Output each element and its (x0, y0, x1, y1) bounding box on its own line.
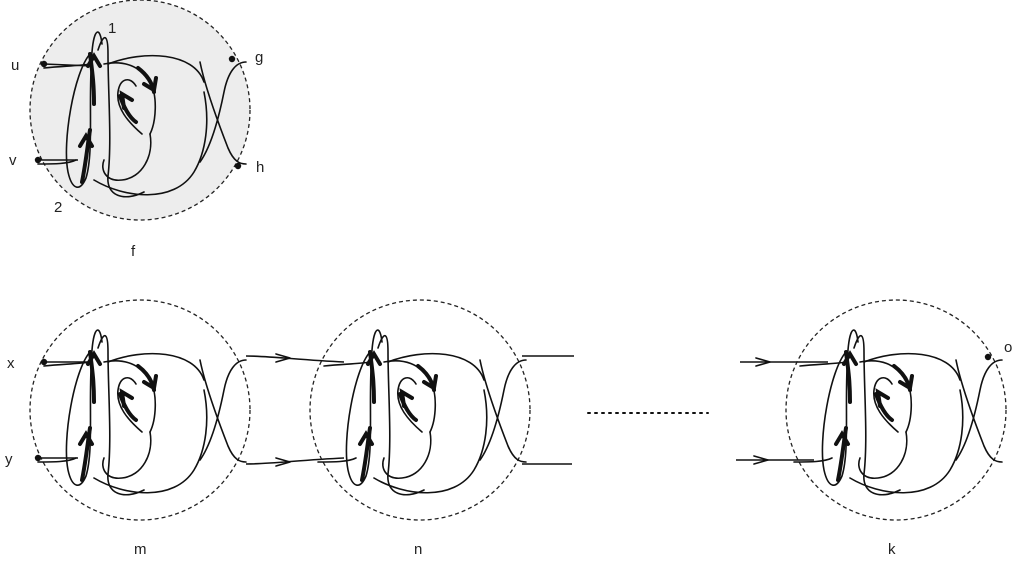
label-k: k (888, 541, 896, 558)
boundary-circle-m (29, 299, 251, 521)
label-v: v (9, 152, 17, 169)
label-n: n (414, 541, 422, 558)
label-strand-2: 2 (54, 199, 62, 216)
node-v (34, 156, 42, 164)
node-o (984, 353, 992, 361)
boundary-circle-n (309, 299, 531, 521)
connector-m-n (245, 353, 345, 467)
tangle-f: u v g h 1 2 f (9, 0, 264, 260)
braid-m (36, 328, 248, 497)
label-g: g (255, 49, 263, 66)
label-u: u (11, 57, 19, 74)
label-strand-1: 1 (108, 20, 116, 37)
node-g (228, 55, 236, 63)
upper-connector-m-n (245, 355, 345, 363)
braid-n (316, 328, 528, 497)
label-x: x (7, 355, 15, 372)
node-y (34, 454, 42, 462)
label-m: m (134, 541, 147, 558)
label-y: y (5, 451, 13, 468)
tangle-k: o k (736, 299, 1012, 558)
braid-k (792, 328, 1004, 497)
boundary-circle-k (785, 299, 1007, 521)
arrow-lower-m-n (275, 457, 291, 467)
node-x (40, 358, 48, 366)
node-u (40, 60, 48, 68)
node-h (234, 162, 242, 170)
label-h: h (256, 159, 264, 176)
arrow-upper-k (755, 357, 771, 367)
arrow-upper-m-n (275, 353, 291, 363)
arrow-lower-k (753, 455, 769, 465)
label-o: o (1004, 339, 1012, 356)
boundary-circle-f (29, 0, 251, 221)
tangle-n: n (309, 299, 574, 558)
tangle-m: x y m (5, 299, 251, 558)
lower-connector-m-n (245, 457, 345, 465)
label-f: f (131, 243, 136, 260)
strand-u (43, 63, 93, 67)
